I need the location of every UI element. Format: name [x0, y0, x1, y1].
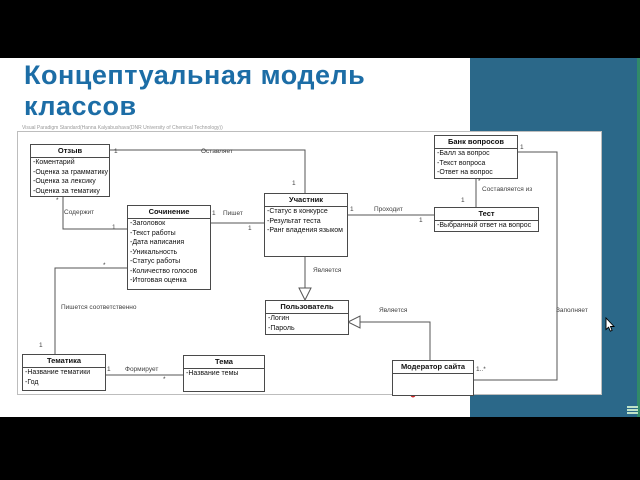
class-attribute: -Дата написания: [130, 239, 185, 246]
class-attribute: -Название темы: [186, 370, 239, 377]
class-title: Участник: [265, 194, 347, 207]
class-attribute: -Название тематики: [25, 369, 91, 376]
multiplicity-label: *: [163, 376, 166, 383]
corner-badge-icon: [626, 405, 639, 415]
assoc-label-prohodit: Проходит: [374, 206, 403, 213]
slide-title: Концептуальная модель классов: [24, 60, 365, 122]
assoc-label-zapolnyaet: Заполняет: [556, 307, 588, 314]
class-attribute: -Пароль: [268, 324, 295, 332]
class-bank-voprosov: Банк вопросов -Балл за вопрос -Текст воп…: [434, 135, 518, 179]
slide-title-line2: классов: [24, 91, 137, 121]
multiplicity-label: 1: [520, 144, 524, 151]
class-attribute: -Ранг владения языком: [267, 227, 343, 234]
class-tema: Тема -Название темы: [183, 355, 265, 392]
class-sochinenie: Сочинение -Заголовок -Текст работы -Дата…: [127, 205, 211, 290]
class-attribute: -Уникальность: [130, 248, 178, 256]
class-title: Модератор сайта: [393, 361, 473, 374]
multiplicity-label: 1: [350, 206, 354, 213]
assoc-label-formiruet: Формирует: [125, 366, 159, 373]
class-title: Пользователь: [266, 301, 348, 314]
multiplicity-label: 1: [212, 210, 216, 217]
assoc-label-pishetsya: Пишется соответственно: [61, 304, 137, 311]
slide-title-line1: Концептуальная модель: [24, 60, 366, 90]
assoc-label-yavlyaetsya-1: Является: [313, 267, 342, 274]
multiplicity-label: *: [103, 262, 106, 269]
class-attribute: -Текст вопроса: [437, 159, 486, 167]
class-title: Банк вопросов: [435, 136, 517, 149]
class-attribute: -Заголовок: [130, 220, 166, 227]
multiplicity-label: 1..*: [476, 366, 486, 373]
decorative-edge-strip: [637, 58, 640, 417]
multiplicity-label: 1: [461, 197, 465, 204]
class-attribute: -Текст работы: [130, 229, 176, 237]
assoc-label-ostavlyaet: Оставляет: [201, 148, 233, 155]
class-attribute: -Оценка за лексику: [33, 178, 96, 185]
class-tematika: Тематика -Название тематики -Год: [22, 354, 106, 391]
class-attribute: -Ответ на вопрос: [437, 169, 493, 176]
class-attribute: -Логин: [268, 315, 290, 322]
multiplicity-label: 1: [39, 342, 43, 349]
mouse-cursor-icon: [605, 317, 616, 332]
multiplicity-label: 1: [292, 180, 296, 187]
class-otzyv: Отзыв -Коментарий -Оценка за грамматику …: [30, 144, 110, 197]
multiplicity-label: 1: [112, 224, 116, 231]
class-title: Тема: [184, 356, 264, 369]
class-title: Сочинение: [128, 206, 210, 219]
class-attribute: -Результат теста: [267, 217, 321, 225]
class-test: Тест -Выбранный ответ на вопрос: [434, 207, 539, 232]
class-attribute: -Статус работы: [130, 258, 181, 265]
visual-paradigm-watermark: Visual Paradigm Standard(Hanna Kalyabush…: [22, 125, 223, 131]
assoc-label-yavlyaetsya-2: Является: [379, 307, 408, 314]
class-uchastnik: Участник -Статус в конкурсе -Результат т…: [264, 193, 348, 257]
class-moderator-sayta: Модератор сайта: [392, 360, 474, 396]
multiplicity-label: *: [56, 197, 59, 204]
class-attribute: -Коментарий: [33, 159, 75, 166]
multiplicity-label: *: [478, 178, 481, 185]
assoc-label-pishet: Пишет: [223, 210, 243, 217]
multiplicity-label: 1: [107, 366, 111, 373]
class-title: Тематика: [23, 355, 105, 368]
class-attribute: -Выбранный ответ на вопрос: [437, 222, 532, 229]
class-attribute: -Оценка за грамматику: [33, 168, 109, 176]
class-attribute: -Количество голосов: [130, 267, 198, 275]
class-title: Тест: [435, 208, 538, 221]
class-attribute: -Балл за вопрос: [437, 150, 490, 157]
assoc-label-sostavlyaetsya: Составляется из: [482, 186, 533, 193]
multiplicity-label: 1: [114, 148, 118, 155]
class-title: Отзыв: [31, 145, 109, 158]
class-attribute: -Итоговая оценка: [130, 277, 187, 284]
multiplicity-label: 1: [248, 225, 252, 232]
class-attribute: -Оценка за тематику: [33, 187, 100, 195]
class-attribute: -Год: [25, 378, 39, 386]
assoc-label-soderzhit: Содержит: [64, 209, 95, 216]
class-polzovatel: Пользователь -Логин -Пароль: [265, 300, 349, 335]
multiplicity-label: 1: [419, 217, 423, 224]
class-attribute: -Статус в конкурсе: [267, 208, 328, 215]
